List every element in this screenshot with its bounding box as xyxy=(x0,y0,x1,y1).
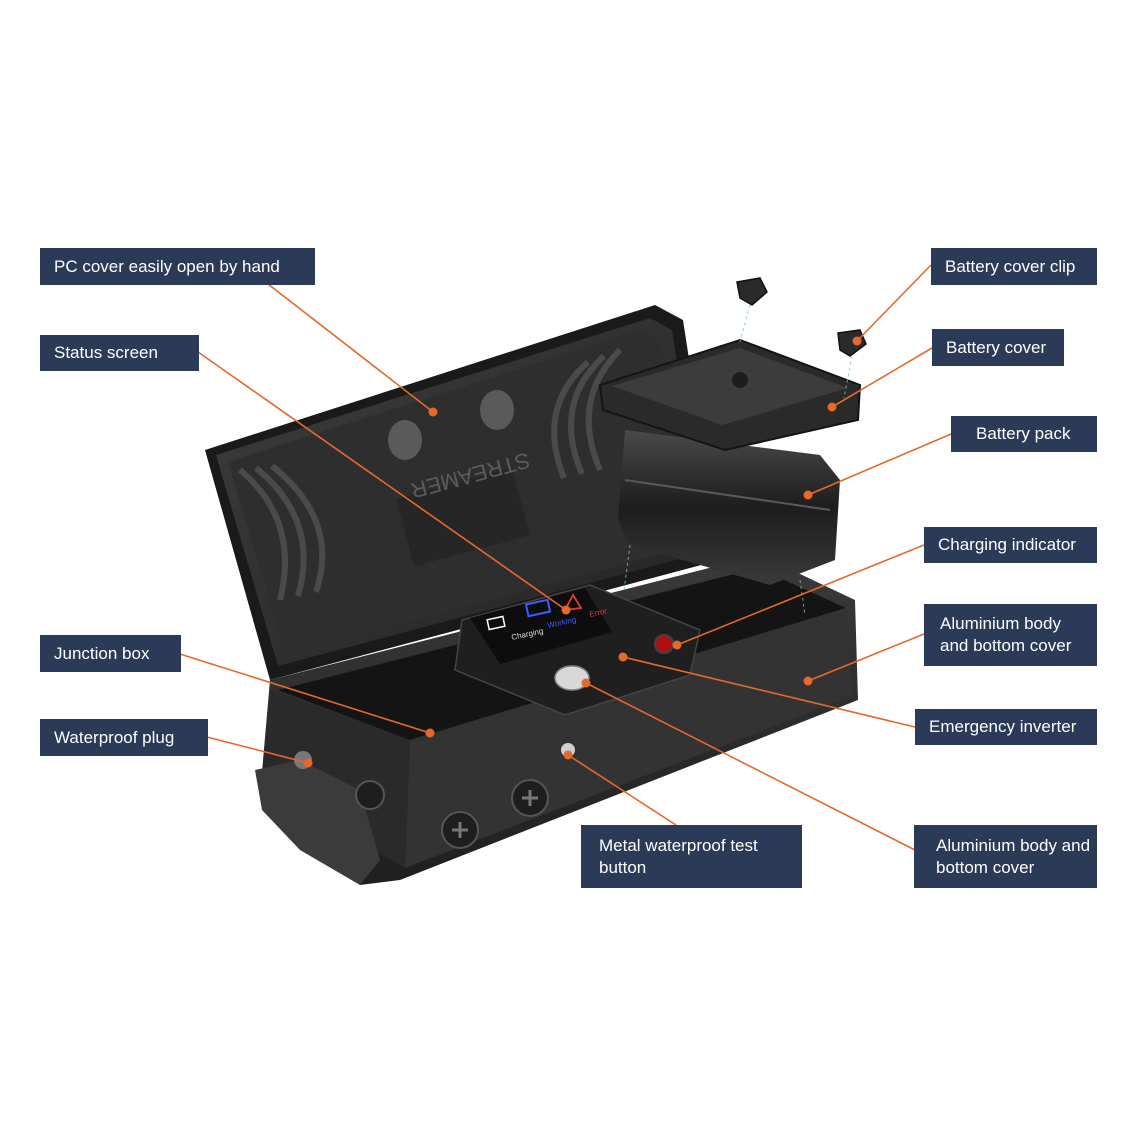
leader-aluminium-body-2 xyxy=(585,682,916,851)
label-emergency-inverter: Emergency inverter xyxy=(915,709,1097,745)
label-status-screen-text: Status screen xyxy=(54,343,158,362)
label-battery-pack-text: Battery pack xyxy=(976,424,1071,443)
label-battery-cover-clip-text: Battery cover clip xyxy=(945,256,1076,276)
leader-waterproof-plug xyxy=(206,736,309,764)
leader-status-screen xyxy=(197,351,567,611)
status-board: Charging Working Error xyxy=(454,584,701,757)
label-pc-cover: PC cover easily open by hand xyxy=(40,248,315,285)
label-waterproof-plug-text: Waterproof plug xyxy=(54,727,175,747)
leader-dots xyxy=(303,336,862,768)
label-aluminium-body-1: Aluminium body and bottom cover xyxy=(924,604,1097,666)
screen-label-error: Error xyxy=(589,606,609,619)
leader-lines xyxy=(179,264,952,851)
label-junction-box: Junction box xyxy=(40,635,181,672)
leader-charging-indicator xyxy=(676,544,925,646)
label-emergency-inverter-text: Emergency inverter xyxy=(929,717,1077,736)
label-battery-cover-clip: Battery cover clip xyxy=(931,248,1097,285)
enclosure-body xyxy=(255,555,858,885)
battery-cover-clips xyxy=(736,277,867,357)
label-test-button: Metal waterproof test button xyxy=(581,825,802,888)
label-aluminium-body-2-text: Aluminium body and bottom cover xyxy=(936,835,1091,877)
leader-battery-cover-clip xyxy=(856,264,932,342)
leader-emergency-inverter xyxy=(622,656,916,728)
battery-pack xyxy=(618,430,840,585)
label-aluminium-body-2: Aluminium body and bottom cover xyxy=(914,825,1097,888)
label-battery-cover-text: Battery cover xyxy=(946,337,1047,357)
leader-battery-pack xyxy=(807,433,952,496)
label-battery-pack: Battery pack xyxy=(951,416,1097,452)
label-charging-indicator: Charging indicator xyxy=(924,527,1097,563)
label-test-button-text: Metal waterproof test button xyxy=(599,835,758,877)
label-junction-box-text: Junction box xyxy=(54,643,150,663)
assembly-guides xyxy=(623,304,853,616)
label-aluminium-body-1-text: Aluminium body and bottom cover xyxy=(940,614,1072,655)
leader-junction-box xyxy=(179,653,431,734)
leader-aluminium-body-1 xyxy=(807,633,925,682)
label-pc-cover-text: PC cover easily open by hand xyxy=(54,256,280,276)
battery-cover xyxy=(598,338,862,452)
label-battery-cover: Battery cover xyxy=(932,329,1064,366)
leader-battery-cover xyxy=(831,347,933,408)
label-waterproof-plug: Waterproof plug xyxy=(40,719,208,756)
label-charging-indicator-text: Charging indicator xyxy=(938,535,1076,554)
leader-test-button xyxy=(567,754,677,826)
leader-pc-cover xyxy=(267,283,434,413)
label-status-screen: Status screen xyxy=(40,335,199,371)
